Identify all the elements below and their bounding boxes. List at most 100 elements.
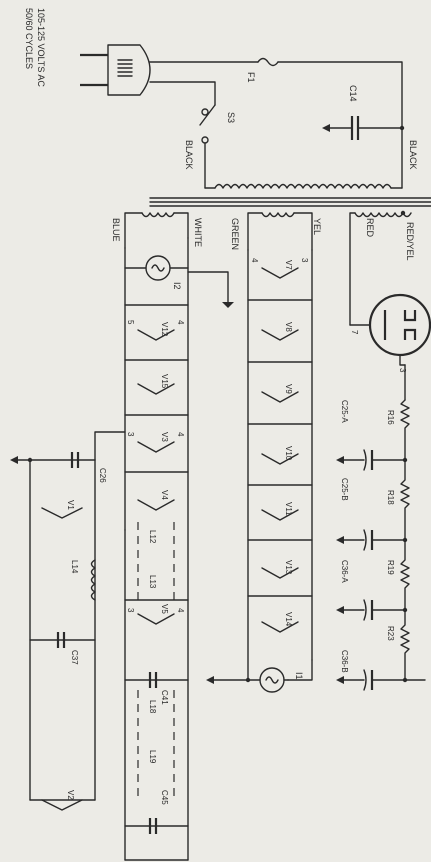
resistor-r16 [400, 399, 410, 461]
ac-input-label: 105-125 VOLTS AC [36, 8, 46, 87]
resistor-r19 [400, 539, 410, 611]
svg-text:3: 3 [300, 258, 309, 263]
transformer-primary [204, 183, 403, 189]
tube-heater-v1 [41, 507, 83, 519]
c37-label: C37 [70, 650, 79, 665]
tube-heater-v11 [261, 509, 299, 521]
v3-label: V3 [160, 432, 169, 442]
l19-label: L19 [148, 750, 157, 764]
yel-label: YEL [312, 218, 322, 235]
capacitor-c25a [336, 449, 406, 471]
heater-string-a [124, 237, 234, 861]
v15-label: V15 [160, 374, 169, 389]
i1-label: I1 [294, 672, 304, 680]
tube-heater-v3 [137, 441, 175, 453]
v14-label: V14 [284, 612, 293, 627]
pin-numbers: 4 3 5 4 3 4 3 4 [126, 258, 309, 613]
chokes-dashed [124, 522, 175, 800]
secondary-winding-heater-b [247, 212, 313, 251]
pin-7-label: 7 [350, 330, 359, 335]
pilot-lamp-i1 [247, 667, 289, 693]
c36b-label: C36-B [340, 650, 349, 673]
v10-label: V10 [284, 446, 293, 461]
tube-heater-v2 [41, 799, 83, 811]
v7-label: V7 [284, 260, 293, 270]
heater-b-ties [247, 299, 313, 597]
blue-label: BLUE [111, 218, 121, 242]
r16-label: R16 [386, 410, 395, 425]
secondary-winding-hv [349, 210, 412, 326]
v8-label: V8 [284, 322, 293, 332]
capacitor-c26 [70, 452, 80, 468]
v1-label: V1 [66, 500, 75, 510]
left-subcircuit [10, 431, 126, 801]
ac-plug [80, 44, 151, 96]
svg-text:4: 4 [250, 258, 259, 263]
secondary-winding-heater-a [124, 212, 189, 249]
l18-label: L18 [148, 700, 157, 714]
r19-label: R19 [386, 560, 395, 575]
v11-label: V11 [284, 502, 293, 516]
fuse-f1 [257, 57, 279, 67]
heater-a-ties [124, 304, 189, 861]
rectifier-tube [349, 293, 431, 366]
capacitor-c14 [322, 116, 403, 140]
l13-label: L13 [148, 575, 157, 589]
white-label: WHITE [193, 218, 203, 247]
capacitor-c25b [336, 529, 406, 551]
green-label: GREEN [230, 218, 240, 250]
tube-heater-v7 [261, 267, 299, 279]
c45-label: C45 [160, 790, 169, 805]
l14-label: L14 [70, 560, 79, 574]
red-label: RED [365, 218, 375, 238]
v5-label: V5 [160, 604, 169, 614]
c25a-label: C25-A [340, 400, 349, 423]
tube-heater-v10 [261, 453, 299, 465]
tube-heater-v5 [137, 613, 175, 625]
c14-label: C14 [348, 85, 358, 102]
switch-s3 [199, 104, 216, 189]
tube-heater-v9 [261, 391, 299, 403]
black-label-2: BLACK [408, 140, 418, 170]
r18-label: R18 [386, 490, 395, 505]
transformer-core [149, 197, 431, 207]
tube-heater-v13 [261, 567, 299, 579]
svg-text:3: 3 [126, 432, 135, 437]
c25b-label: C25-B [340, 478, 349, 501]
c41-label: C41 [160, 690, 169, 705]
capacitor-c36a [336, 599, 406, 621]
v9-label: V9 [284, 384, 293, 394]
c26-label: C26 [98, 468, 107, 483]
resistor-r18 [400, 459, 410, 541]
c36a-label: C36-A [340, 560, 349, 583]
f1-label: F1 [246, 72, 256, 83]
ac-cycles-label: 50/60 CYCLES [24, 8, 34, 69]
inductor-l14 [90, 559, 96, 601]
v13-label: V13 [284, 560, 293, 575]
svg-text:4: 4 [176, 432, 185, 437]
heater-string-b [206, 249, 313, 684]
v2-label: V2 [66, 790, 75, 800]
tube-heater-v12 [137, 329, 175, 341]
s3-label: S3 [226, 112, 236, 123]
tube-heater-v4 [137, 499, 175, 511]
svg-text:3: 3 [126, 608, 135, 613]
red-yel-label: RED/YEL [405, 222, 415, 261]
svg-text:4: 4 [176, 320, 185, 325]
tube-heater-v15 [137, 383, 175, 395]
black-label-1: BLACK [184, 140, 194, 170]
l12-label: L12 [148, 530, 157, 544]
capacitor-c45 [124, 818, 189, 834]
pin-3-label: 3 [398, 368, 407, 373]
svg-text:5: 5 [126, 320, 135, 325]
v4-label: V4 [160, 490, 169, 500]
capacitor-c36b [336, 669, 406, 691]
tube-heater-v14 [261, 621, 299, 633]
r23-label: R23 [386, 626, 395, 641]
svg-text:4: 4 [176, 608, 185, 613]
pilot-lamp-i2 [124, 255, 189, 281]
i2-label: I2 [172, 282, 182, 290]
resistor-r23 [400, 609, 426, 681]
